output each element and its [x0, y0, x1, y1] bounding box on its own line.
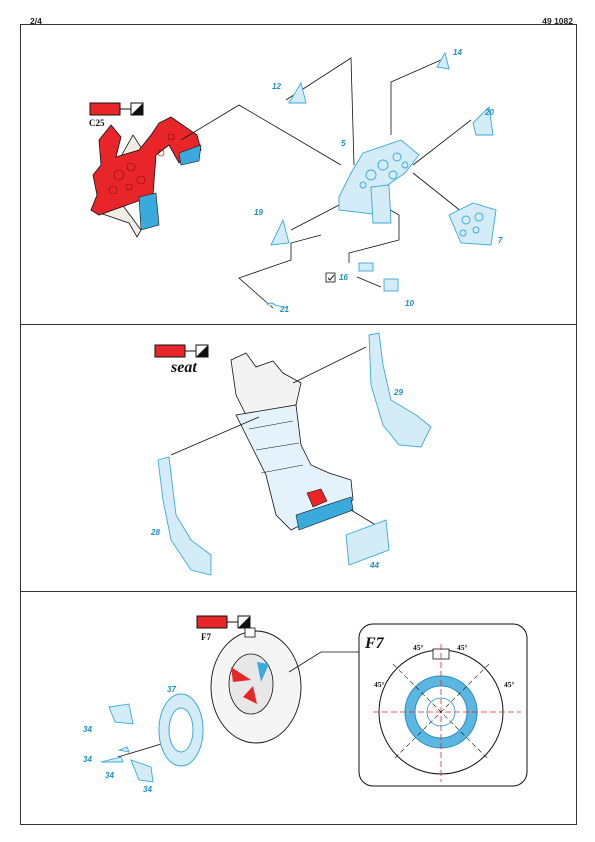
- panel1-etch-parts: [266, 51, 497, 309]
- part-number-37: 37: [167, 685, 176, 694]
- part-number-34-d: 34: [143, 785, 152, 794]
- part-number-14: 14: [453, 48, 462, 57]
- part-number-28: 28: [150, 528, 160, 537]
- panel3-needles: [100, 703, 154, 783]
- bezel-ring: [158, 693, 204, 767]
- paint-chip-c25: [89, 102, 144, 116]
- angle-label-4: 45°: [504, 680, 515, 689]
- part-number-7: 7: [498, 236, 503, 245]
- page-number: 2/4: [30, 16, 42, 26]
- paint-chip-seat: [154, 344, 209, 358]
- instrument-housing: [210, 627, 302, 744]
- panel2-drawing: seat 29 28 44: [150, 332, 432, 576]
- panel1-drawing: C25: [89, 48, 503, 314]
- part-number-19: 19: [254, 208, 263, 217]
- angle-label-3: 45°: [374, 680, 385, 689]
- part-number-34-c: 34: [105, 771, 114, 780]
- part-number-34-a: 34: [83, 725, 92, 734]
- part-number-16: 16: [339, 273, 348, 282]
- f7-detail-title: F7: [364, 635, 385, 652]
- part-number-34-b: 34: [83, 755, 92, 764]
- part-number-20: 20: [484, 108, 494, 117]
- angle-label-1: 45°: [413, 643, 424, 652]
- part-number-10: 10: [405, 299, 414, 308]
- panel3-drawing: F7: [83, 615, 528, 794]
- f7-detail: [358, 623, 528, 787]
- part-number-21: 21: [279, 305, 289, 314]
- part-number-44: 44: [369, 561, 379, 570]
- instrument-panel-red: [90, 116, 202, 238]
- part-number-5: 5: [341, 139, 346, 148]
- paint-label-c25: C25: [89, 118, 105, 128]
- paint-chip-f7: [196, 615, 251, 629]
- panel2-etch-parts: [157, 332, 432, 576]
- panel-f7: F7: [20, 591, 577, 825]
- check-icon: [325, 272, 336, 283]
- angle-label-2: 45°: [457, 643, 468, 652]
- part-number-29: 29: [393, 388, 403, 397]
- seat-label: seat: [170, 359, 197, 376]
- ejection-seat: [230, 352, 354, 531]
- panel1-leaders: [180, 57, 492, 309]
- panel-seat: seat 29 28 44: [20, 324, 577, 593]
- set-code: 49 1082: [542, 16, 573, 26]
- paint-label-f7: F7: [201, 632, 211, 642]
- part-number-12: 12: [272, 82, 281, 91]
- panel-instrument-panel: C25: [20, 24, 577, 326]
